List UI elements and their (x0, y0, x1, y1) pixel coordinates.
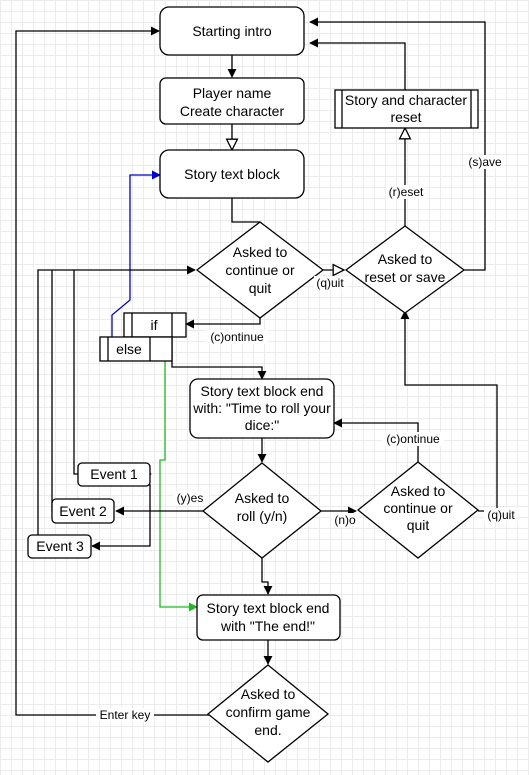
label-end-block-2: with "The end!" (220, 618, 315, 634)
node-story-reset: Story and character reset (334, 89, 479, 129)
label-roll-block-1: Story text block end (201, 383, 324, 399)
node-confirm-end: Asked to confirm game end. (206, 664, 330, 763)
node-asked-reset-save: Asked to reset or save (344, 225, 466, 314)
edge-label-continue-2: (c)ontinue (386, 432, 440, 446)
label-story-text-block: Story text block (184, 166, 281, 182)
node-player-name: Player name Create character (159, 77, 305, 125)
node-else: else (99, 336, 173, 362)
label-story-reset-2: reset (390, 109, 421, 125)
label-ask-cont2-3: quit (407, 517, 430, 533)
node-asked-continue-quit: Asked to continue or quit (195, 221, 325, 319)
node-event-2: Event 2 (51, 498, 115, 524)
node-if: if (123, 312, 187, 338)
edge-cont2-to-rollblock (333, 418, 419, 462)
label-player-name-2: Create character (180, 103, 285, 119)
edge-label-save: (s)ave (468, 155, 502, 169)
edge-event1-loop (73, 265, 196, 475)
label-ask-continue-2: continue or (225, 262, 295, 278)
edge-label-quit-2: (q)uit (487, 508, 515, 522)
edge-save-to-intro (309, 17, 486, 271)
label-ask-reset-1: Asked to (378, 251, 433, 267)
edge-label-quit-1: (q)uit (316, 276, 344, 290)
label-ask-roll-1: Asked to (235, 490, 290, 506)
node-asked-continue-quit-2: Asked to continue or quit (356, 461, 480, 559)
label-ask-cont2-1: Asked to (391, 483, 446, 499)
edge-label-enter-key: Enter key (100, 708, 151, 722)
edge-label-reset: (r)eset (389, 185, 424, 199)
label-if: if (151, 317, 158, 333)
node-roll-block: Story text block end with: "Time to roll… (189, 378, 335, 439)
edge-yes-to-event3 (91, 511, 151, 551)
node-story-text-block: Story text block (159, 149, 305, 199)
edge-askroll-to-endblock (261, 558, 273, 595)
label-ask-cont2-2: continue or (383, 500, 453, 516)
edge-story-to-continue (231, 198, 260, 223)
label-roll-block-2: with: "Time to roll your (192, 400, 331, 416)
node-starting-intro: Starting intro (159, 6, 305, 56)
node-event-1: Event 1 (77, 462, 151, 487)
label-story-reset-1: Story and character (345, 92, 468, 108)
edge-confirm-to-intro (15, 26, 209, 716)
label-ask-reset-2: reset or save (365, 269, 446, 285)
edge-if-to-story (111, 170, 161, 337)
label-ask-continue-3: quit (249, 280, 272, 296)
edge-label-no: (n)o (334, 513, 356, 527)
label-confirm-3: end. (254, 722, 281, 738)
label-event3: Event 3 (36, 538, 84, 554)
label-roll-block-3: dice:" (245, 417, 280, 433)
label-confirm-2: confirm game (226, 704, 311, 720)
label-ask-continue-1: Asked to (233, 244, 288, 260)
edge-label-continue-1: (c)ontinue (210, 330, 264, 344)
label-player-name-1: Player name (193, 85, 272, 101)
label-event2: Event 2 (59, 503, 107, 519)
label-end-block-1: Story text block end (207, 600, 330, 616)
label-ask-roll-2: roll (y/n) (237, 508, 288, 524)
edge-else-to-end (159, 337, 198, 612)
label-else: else (116, 341, 142, 357)
edge-label-yes: (y)es (177, 491, 204, 505)
edge-continue-to-if (185, 318, 261, 329)
label-starting-intro: Starting intro (192, 23, 272, 39)
label-event1: Event 1 (90, 466, 138, 482)
node-event-3: Event 3 (27, 534, 92, 559)
label-confirm-1: Asked to (241, 686, 296, 702)
edge-storyreset-to-intro (309, 38, 406, 90)
node-end-block: Story text block end with "The end!" (196, 594, 341, 641)
node-asked-roll: Asked to roll (y/n) (201, 462, 323, 559)
